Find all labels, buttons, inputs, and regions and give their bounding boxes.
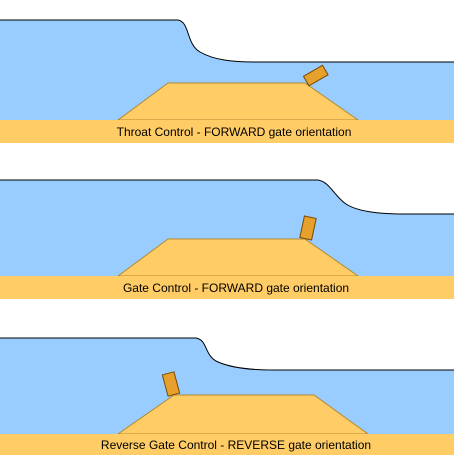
panel-gate-control: Gate Control - FORWARD gate orientation (0, 179, 454, 299)
panel-throat-control: Throat Control - FORWARD gate orientatio… (0, 19, 454, 143)
caption-gate-control: Gate Control - FORWARD gate orientation (123, 281, 349, 295)
water-surface (0, 338, 454, 434)
water-surface (0, 180, 454, 276)
gate-icon (161, 371, 181, 397)
gate-icon (299, 215, 317, 241)
water-surface-line (0, 179, 454, 215)
ground-strip (0, 434, 454, 455)
caption-reverse-gate-control: Reverse Gate Control - REVERSE gate orie… (101, 438, 371, 452)
water-surface-line (0, 337, 454, 371)
ground-strip (0, 276, 454, 299)
gate-icon (302, 64, 329, 87)
water-surface-line (0, 19, 454, 63)
panel-reverse-gate-control: Reverse Gate Control - REVERSE gate orie… (0, 337, 454, 455)
ground-strip (0, 120, 454, 143)
caption-throat-control: Throat Control - FORWARD gate orientatio… (117, 125, 352, 139)
water-surface (0, 20, 454, 120)
